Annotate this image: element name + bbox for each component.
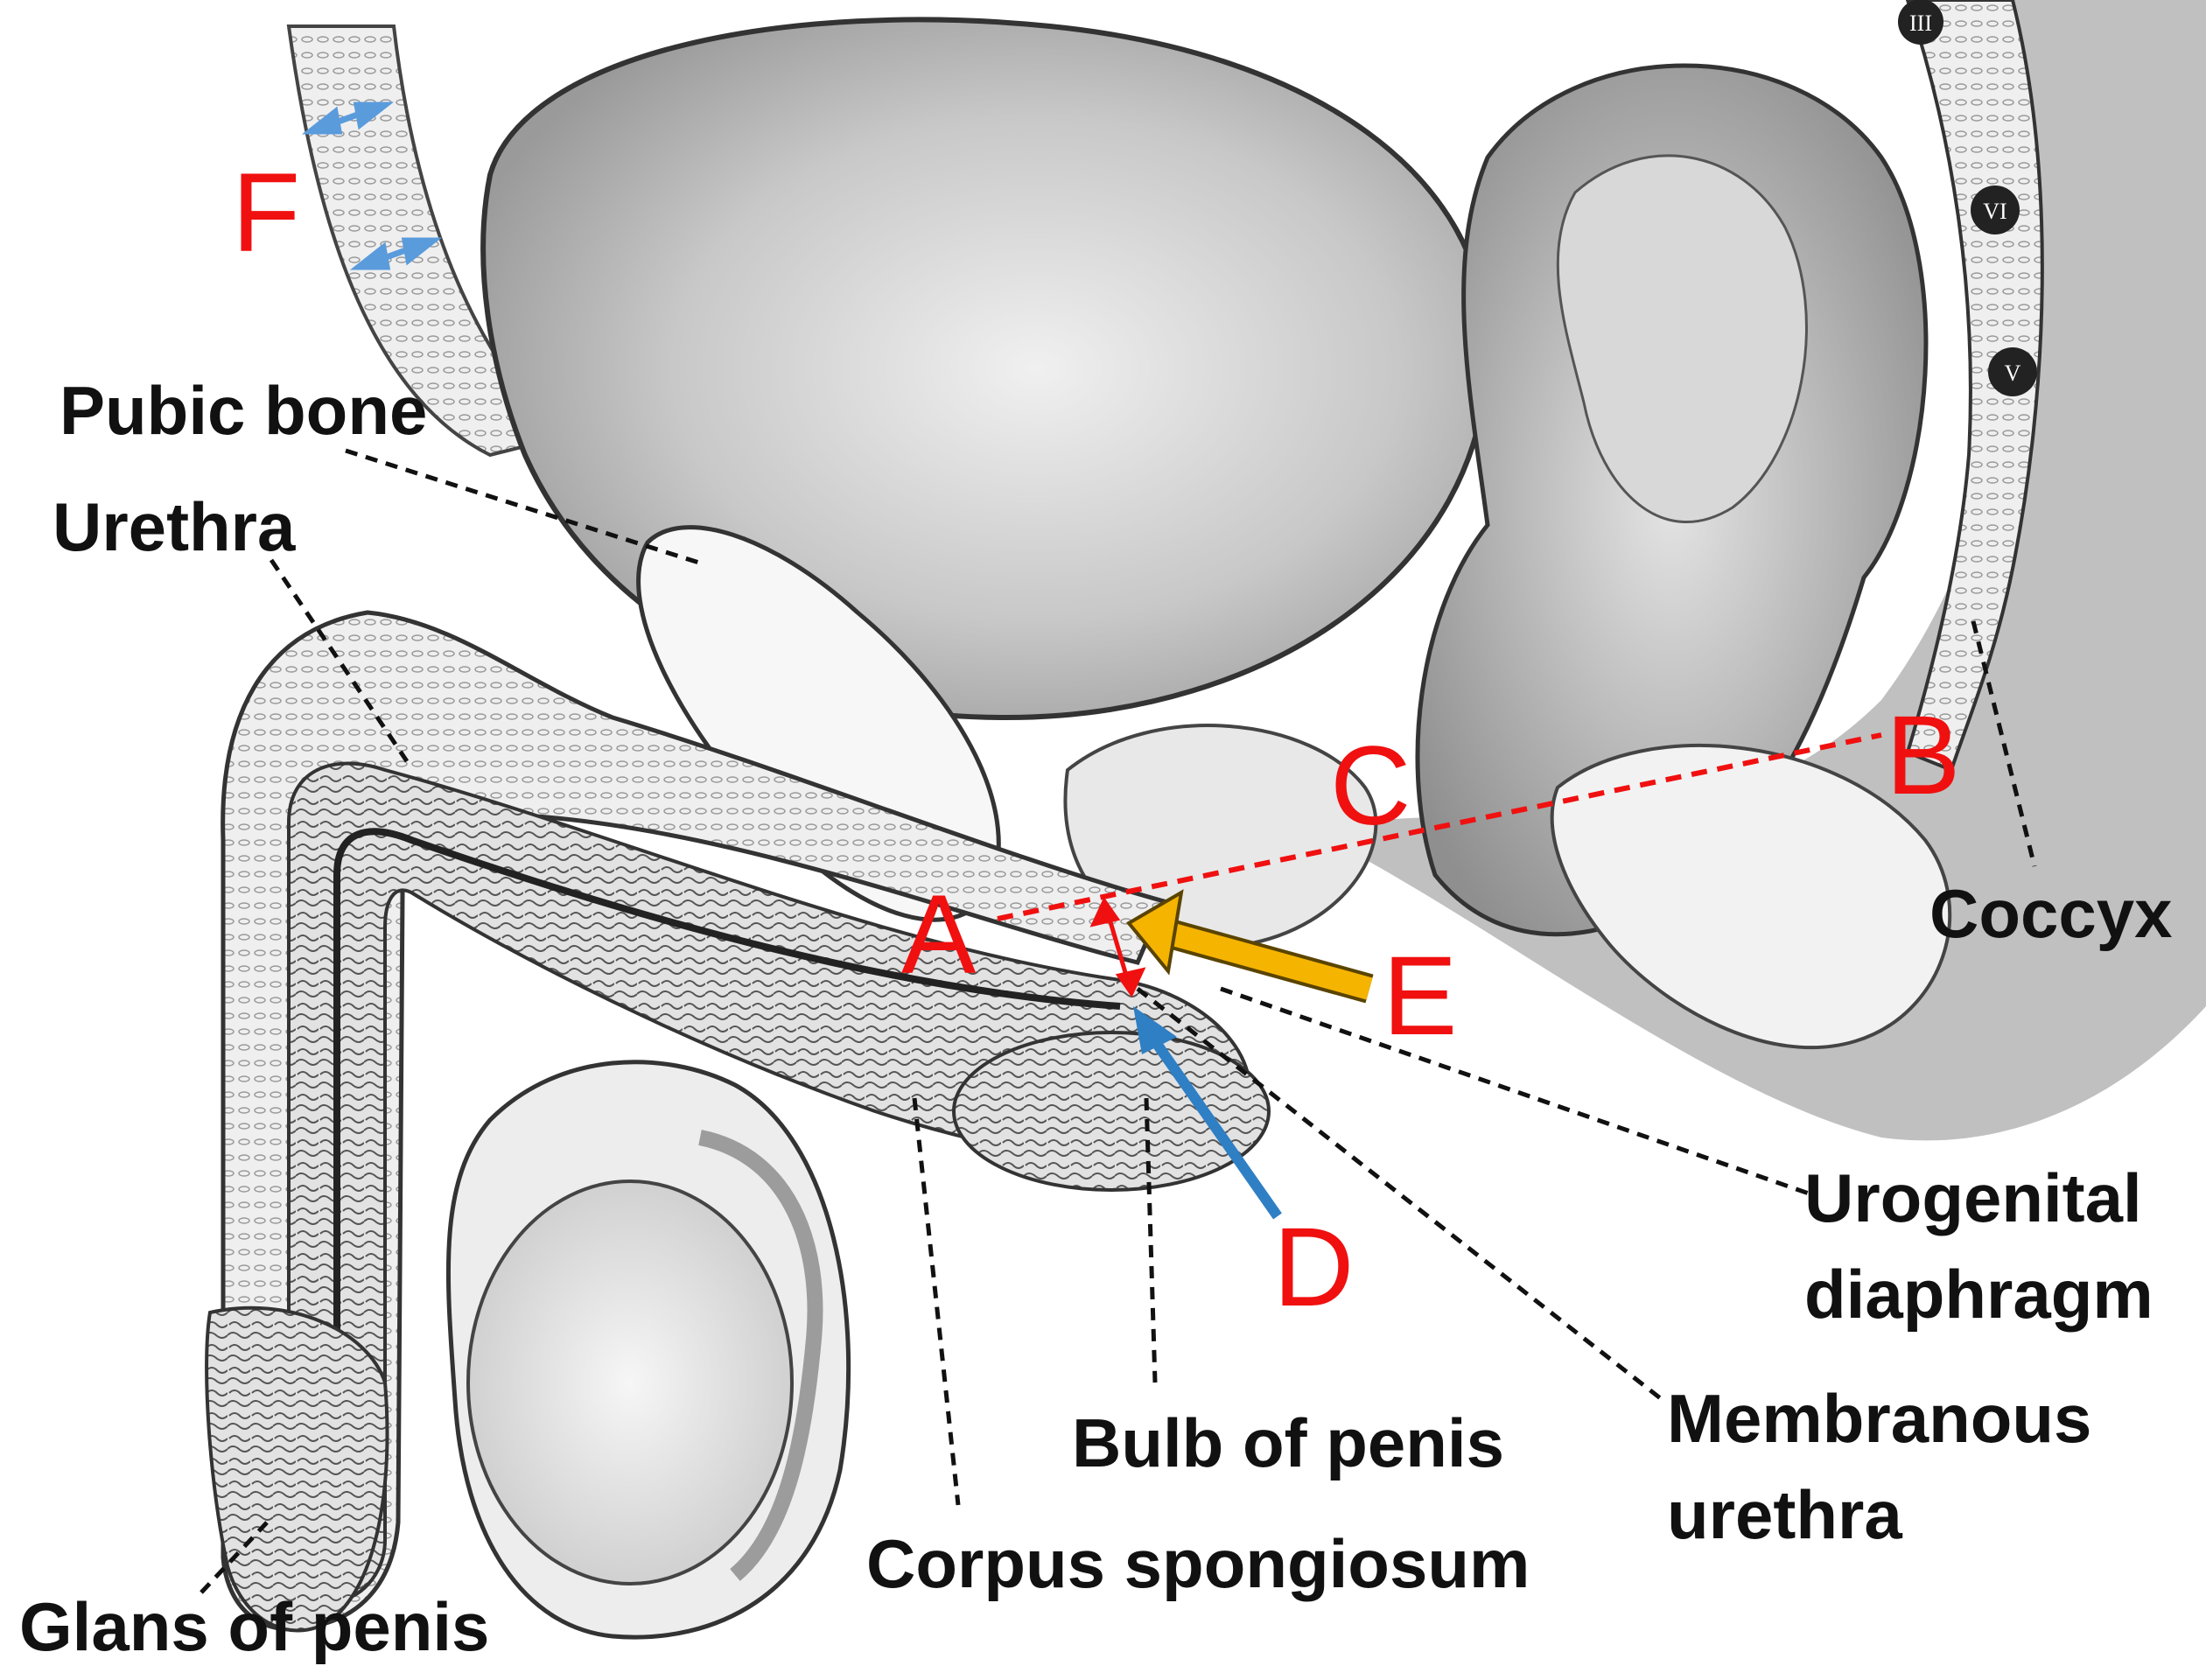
corpus-spongiosum-label: Corpus spongiosum xyxy=(866,1530,1530,1598)
glans-of-penis-label: Glans of penis xyxy=(19,1592,489,1661)
bulb-of-penis-label: Bulb of penis xyxy=(1072,1409,1504,1477)
marker-b: B xyxy=(1886,700,1960,812)
urogenital-diaphragm-label-line1: Urogenital xyxy=(1804,1164,2142,1232)
urogenital-diaphragm-label-line2: diaphragm xyxy=(1804,1260,2153,1328)
vertebra-numeral-vi: VI xyxy=(1983,199,2006,224)
vertebra-numeral-v: V xyxy=(2005,360,2021,386)
marker-f: F xyxy=(232,158,300,270)
membranous-urethra-label-line1: Membranous xyxy=(1667,1384,2091,1452)
marker-e: E xyxy=(1383,941,1457,1053)
coccyx-label: Coccyx xyxy=(1929,879,2173,948)
glans-shape xyxy=(207,1308,387,1631)
membranous-urethra-label-line2: urethra xyxy=(1667,1480,1902,1549)
marker-d: D xyxy=(1273,1212,1354,1324)
vertebra-numeral-iii: III xyxy=(1909,10,1932,36)
urethra-label: Urethra xyxy=(53,493,295,561)
testis xyxy=(468,1181,792,1584)
pubic-bone-label: Pubic bone xyxy=(60,376,427,444)
marker-a: A xyxy=(901,879,976,991)
marker-c: C xyxy=(1330,731,1411,843)
